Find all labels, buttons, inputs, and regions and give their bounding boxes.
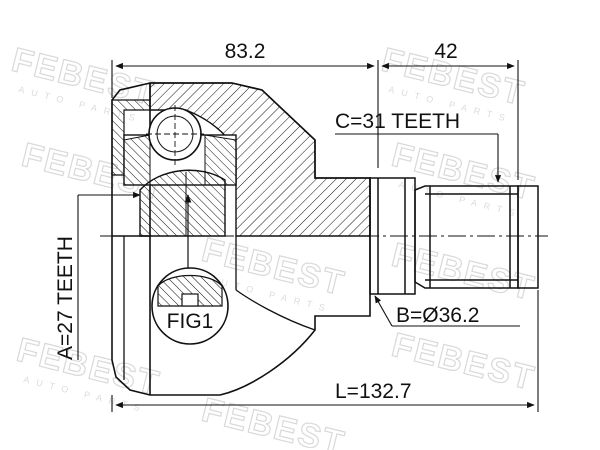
dim-inner-teeth: A=27 TEETH: [54, 236, 77, 360]
housing-lower-lines: [123, 236, 316, 380]
fig1-label: FIG1: [167, 310, 214, 333]
flange-section-hatch: [111, 99, 151, 176]
dim-body-length: 83.2: [225, 40, 266, 63]
dim-outer-teeth: C=31 TEETH: [335, 110, 460, 133]
inner-race: [139, 169, 226, 237]
dimension-lines: [77, 60, 539, 412]
dim-shaft-length: 42: [434, 40, 457, 63]
fig1-detail: FIG1: [151, 194, 229, 345]
dim-total-length: L=132.7: [335, 380, 412, 403]
watermark-text: FEBEST: [198, 391, 349, 450]
watermark-text: FEBEST: [388, 236, 539, 308]
dim-shaft-diameter: B=Ø36.2: [396, 304, 479, 327]
ball-cage: [123, 105, 237, 186]
